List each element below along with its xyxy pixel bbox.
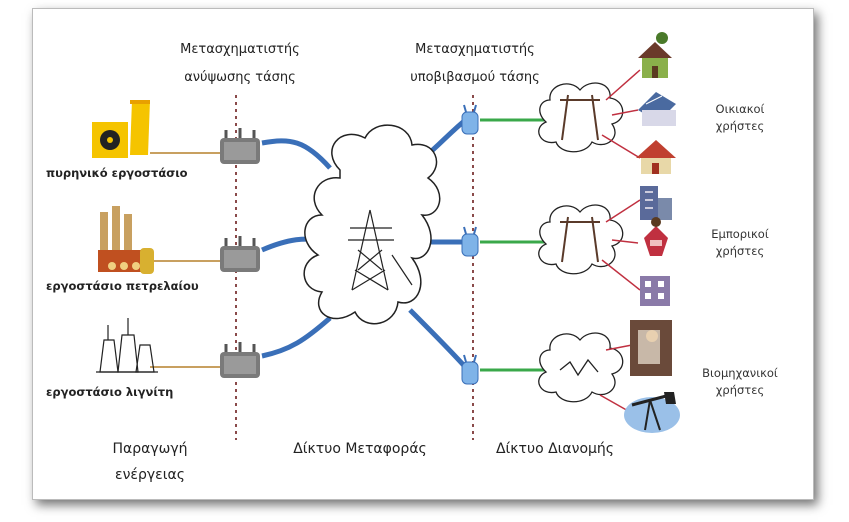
consumer-line <box>599 394 631 413</box>
commercial-users-line2: χρήστες <box>715 244 765 258</box>
consumer-line <box>605 199 641 223</box>
commercial-users-line1: Εμπορικοί <box>711 227 769 241</box>
lignite-plant-label: εργοστάσιο λιγνίτη <box>46 385 174 399</box>
shop-icon <box>644 217 668 256</box>
generation-label-line2: ενέργειας <box>115 467 185 483</box>
residential-users-line1: Οικιακοί <box>715 102 765 116</box>
oil-plant-icon <box>98 206 154 274</box>
house-icon <box>636 140 676 174</box>
step-down-label-line2: υποβιβασμού τάσης <box>410 70 540 85</box>
residential-users-label: Οικιακοί χρήστες <box>695 101 785 135</box>
consumer-line <box>601 259 641 291</box>
transmission-line <box>261 138 332 170</box>
industrial-users-line2: χρήστες <box>715 383 765 397</box>
step-up-label-line1: Μετασχηματιστής <box>180 42 300 57</box>
step-up-label-line2: ανύψωσης τάσης <box>184 70 296 85</box>
consumer-line <box>611 109 639 116</box>
generation-section-label: Παραγωγή ενέργειας <box>90 436 210 488</box>
oil-plant-label: εργοστάσιο πετρελαίου <box>46 279 199 293</box>
step-down-transformer-icon <box>461 354 479 385</box>
step-up-transformer-icon <box>220 128 260 164</box>
apartment-icon <box>640 276 670 306</box>
commercial-users-label: Εμπορικοί χρήστες <box>695 226 785 260</box>
transmission-section-label: Δίκτυο Μεταφοράς <box>293 441 427 457</box>
consumer-line <box>605 344 633 351</box>
consumer-line <box>601 134 641 159</box>
transmission-cloud-icon <box>303 124 441 325</box>
step-up-transformer-icon <box>220 236 260 272</box>
transmission-line <box>261 316 332 359</box>
distribution-cloud-icon <box>538 204 624 275</box>
lignite-plant-icon <box>96 318 158 373</box>
house-icon <box>638 32 672 78</box>
industrial-users-line1: Βιομηχανικοί <box>702 366 778 380</box>
step-up-transformer-icon <box>220 342 260 378</box>
industrial-users-label: Βιομηχανικοί χρήστες <box>690 365 790 399</box>
transmission-line <box>408 308 470 372</box>
step-up-transformer-label: Μετασχηματιστής ανύψωσης τάσης <box>168 40 312 88</box>
nuclear-plant-icon <box>92 100 150 158</box>
consumer-line <box>611 239 639 244</box>
distribution-cloud-icon <box>538 332 624 403</box>
consumer-line <box>605 69 641 101</box>
nuclear-plant-label: πυρηνικό εργοστάσιο <box>46 166 188 180</box>
generation-label-line1: Παραγωγή <box>112 441 188 457</box>
solar-house-icon <box>638 92 676 126</box>
step-down-label-line1: Μετασχηματιστής <box>415 42 535 57</box>
distribution-cloud-icon <box>538 82 624 153</box>
pylon-icon <box>348 209 413 291</box>
oil-pump-icon <box>624 392 680 433</box>
step-down-transformer-icon <box>461 104 479 135</box>
step-down-transformer-label: Μετασχηματιστής υποβιβασμού τάσης <box>395 40 555 88</box>
residential-users-line2: χρήστες <box>715 119 765 133</box>
step-down-transformer-icon <box>461 226 479 257</box>
factory-worker-icon <box>630 320 672 376</box>
distribution-section-label: Δίκτυο Διανομής <box>495 441 615 457</box>
office-building-icon <box>640 186 672 220</box>
